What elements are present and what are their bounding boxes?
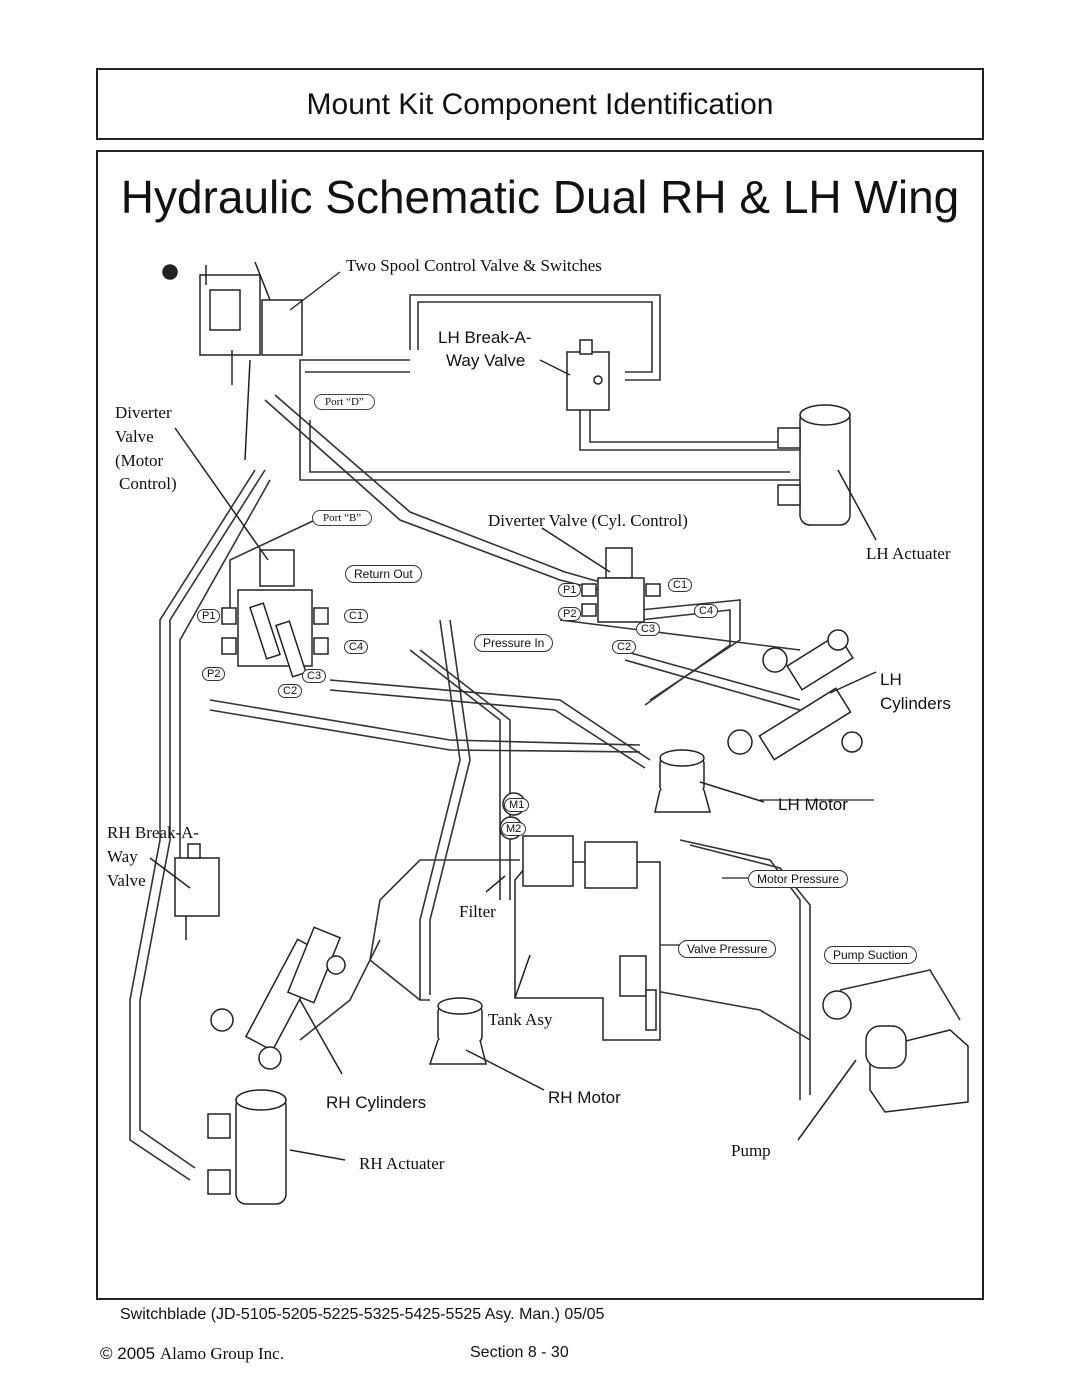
port-c4-right: C4 bbox=[694, 604, 719, 618]
footer-section: Section 8 - 30 bbox=[470, 1344, 569, 1361]
two-spool-control-valve bbox=[162, 261, 303, 461]
label-diverter-4: Control) bbox=[119, 474, 177, 493]
label-rh-break-1: RH Break-A- bbox=[107, 823, 200, 842]
motor-pressure-badge: Motor Pressure bbox=[748, 870, 849, 888]
label-rh-break-2: Way bbox=[107, 847, 138, 866]
label-lh-motor: LH Motor bbox=[778, 795, 848, 814]
label-lh-break-a-way-1: LH Break-A- bbox=[438, 328, 532, 347]
label-lh: LH bbox=[880, 670, 902, 689]
footer-copyright: © 2005 Alamo Group Inc. bbox=[100, 1344, 284, 1364]
port-m1: M1 bbox=[504, 798, 530, 812]
port-c3-right: C3 bbox=[636, 622, 661, 636]
header-box: Mount Kit Component Identification bbox=[96, 68, 984, 140]
label-diverter-1: Diverter bbox=[115, 403, 172, 422]
port-c2-right: C2 bbox=[612, 640, 637, 654]
port-c4-left: C4 bbox=[344, 640, 369, 654]
rh-cylinders bbox=[210, 926, 346, 1075]
label-rh-break-3: Valve bbox=[107, 871, 146, 890]
rh-actuater bbox=[207, 1089, 346, 1205]
lh-motor bbox=[654, 749, 765, 813]
diverter-valve-cyl-control bbox=[541, 527, 661, 623]
port-b-badge: Port “B” bbox=[312, 510, 373, 526]
port-c1-right: C1 bbox=[668, 578, 693, 592]
return-out-badge: Return Out bbox=[345, 565, 422, 583]
hose-lh-breakaway-top bbox=[409, 294, 661, 381]
rh-motor bbox=[428, 997, 545, 1091]
tank-assembly bbox=[485, 835, 661, 1041]
schematic-title: Hydraulic Schematic Dual RH & LH Wing bbox=[120, 171, 960, 223]
pump-suction-badge: Pump Suction bbox=[824, 946, 917, 964]
label-rh-motor: RH Motor bbox=[548, 1088, 621, 1107]
label-lh-actuater: LH Actuater bbox=[866, 544, 951, 563]
label-rh-cylinders: RH Cylinders bbox=[326, 1093, 427, 1112]
port-p1-left: P1 bbox=[197, 609, 221, 623]
lh-actuater bbox=[777, 404, 877, 541]
label-tank-asy: Tank Asy bbox=[488, 1010, 553, 1029]
label-diverter-cyl-control: Diverter Valve (Cyl. Control) bbox=[488, 511, 688, 530]
label-two-spool-control-valve: Two Spool Control Valve & Switches bbox=[346, 256, 602, 275]
label-pump: Pump bbox=[731, 1141, 771, 1160]
port-c3-left: C3 bbox=[302, 669, 327, 683]
label-lh-cylinders: Cylinders bbox=[880, 694, 951, 713]
lh-cylinders bbox=[727, 629, 877, 761]
port-c1-left: C1 bbox=[344, 609, 369, 623]
lh-breakaway-valve bbox=[566, 339, 610, 411]
footer-manual: Switchblade (JD-5105-5205-5225-5325-5425… bbox=[120, 1306, 605, 1323]
diverter-valve-motor-control bbox=[174, 427, 329, 678]
port-p1-right: P1 bbox=[558, 583, 582, 597]
label-diverter-2: Valve bbox=[115, 427, 154, 446]
label-lh-break-a-way-2: Way Valve bbox=[446, 351, 526, 370]
copyright-year: © 2005 bbox=[100, 1344, 156, 1363]
valve-pressure-badge: Valve Pressure bbox=[678, 940, 777, 958]
pump bbox=[797, 990, 969, 1141]
port-d-badge: Port “D” bbox=[314, 394, 375, 410]
label-filter: Filter bbox=[459, 902, 496, 921]
label-diverter-3: (Motor bbox=[115, 451, 164, 470]
port-p2-right: P2 bbox=[558, 607, 582, 621]
rh-breakaway-valve bbox=[149, 843, 220, 940]
pressure-in-badge: Pressure In bbox=[474, 634, 554, 652]
schematic-frame: Hydraulic Schematic Dual RH & LH Wing bbox=[96, 150, 984, 1300]
copyright-holder: Alamo Group Inc. bbox=[159, 1344, 284, 1363]
port-p2-left: P2 bbox=[202, 667, 226, 681]
page-header-title: Mount Kit Component Identification bbox=[306, 88, 774, 121]
port-m2: M2 bbox=[501, 822, 527, 836]
hose-lh-actuater-lower bbox=[299, 420, 800, 481]
label-rh-actuater: RH Actuater bbox=[359, 1154, 445, 1173]
port-c2-left: C2 bbox=[278, 684, 303, 698]
